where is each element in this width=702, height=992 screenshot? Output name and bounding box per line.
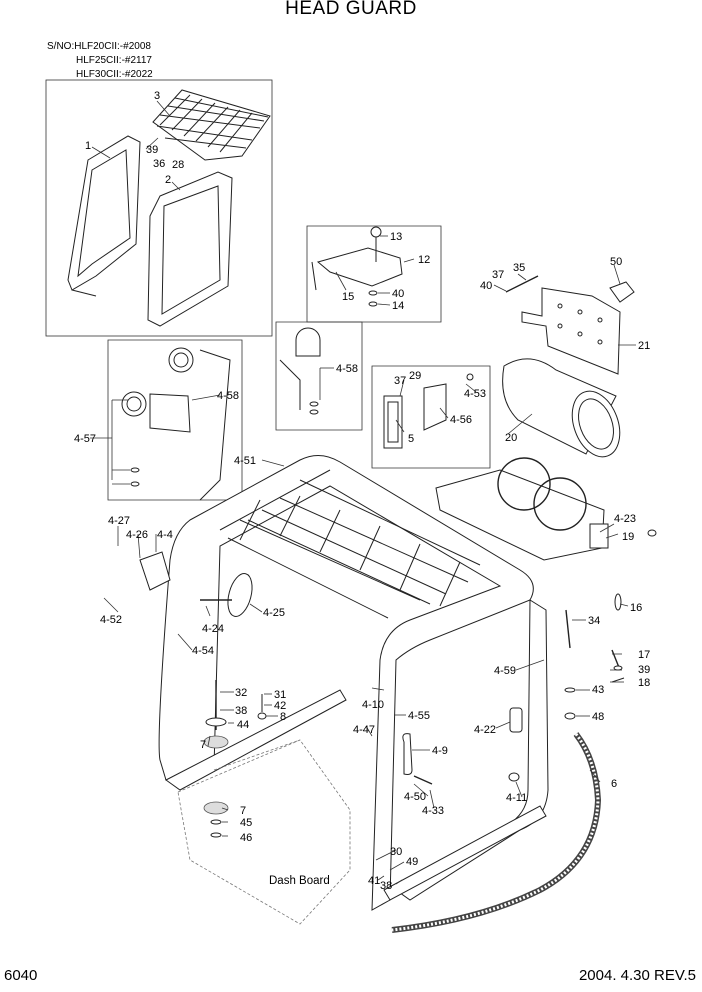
callout-label: 5 (408, 433, 414, 445)
callout-label: 2 (165, 174, 171, 186)
callout-label: 4-55 (408, 710, 430, 722)
page-number: 6040 (4, 967, 38, 984)
callout-label: 4-54 (192, 645, 214, 657)
callout-label: 41 (368, 875, 380, 887)
callout-label: 4-56 (450, 414, 472, 426)
callout-label: 17 (638, 649, 650, 661)
dash-board-outline (177, 739, 351, 925)
callout-label: 39 (638, 664, 650, 676)
callout-label: 7 (240, 805, 246, 817)
switch-assembly (383, 373, 474, 449)
side-bracket (139, 551, 171, 591)
callout-label: 1 (85, 140, 91, 152)
callout-label: 4-10 (362, 699, 384, 711)
callout-label: 38 (235, 705, 247, 717)
lamp-bracket-assembly (311, 226, 403, 307)
callout-label: 31 (274, 689, 286, 701)
serial-line: HLF30CII:-#2022 (76, 69, 153, 80)
callout-label: 4-57 (74, 433, 96, 445)
callout-label: 13 (390, 231, 402, 243)
inset-box-lamp (275, 321, 363, 431)
callout-label: 18 (638, 677, 650, 689)
callout-label: 4-27 (108, 515, 130, 527)
callout-label: 35 (513, 262, 525, 274)
callout-label: 12 (418, 254, 430, 266)
inset-box-side-frames (45, 79, 273, 337)
callout-label: 4-50 (404, 791, 426, 803)
callout-label: 4-47 (353, 724, 375, 736)
callout-label: 28 (172, 159, 184, 171)
callout-label: 4-11 (506, 792, 527, 804)
dash-board-label: Dash Board (269, 875, 330, 887)
work-lamps-assembly (121, 347, 231, 501)
callout-label: 48 (592, 711, 604, 723)
bracket-plate (505, 275, 635, 375)
callout-label: 21 (638, 340, 650, 352)
callout-label: 20 (505, 432, 517, 444)
serial-number-block: S/NO:HLF20CII:-#2008 HLF25CII:-#2117 HLF… (47, 40, 153, 82)
callout-labels: 3 1 39 36 28 2 13 12 15 40 14 50 37 35 4… (74, 90, 650, 892)
callout-label: 7 (200, 739, 206, 751)
callout-label: 14 (392, 300, 404, 312)
callout-label: 45 (240, 817, 252, 829)
right-side-frame (147, 171, 233, 327)
callout-label: 29 (409, 370, 421, 382)
callout-label: 46 (240, 832, 252, 844)
callout-label: 4-58 (217, 390, 239, 402)
page-title: HEAD GUARD (285, 0, 417, 19)
cylinder-tank (502, 358, 621, 458)
serial-line: HLF25CII:-#2117 (76, 55, 152, 66)
mount-hardware-right (413, 529, 657, 785)
callout-label: 37 (492, 269, 504, 281)
callout-label: 4-26 (126, 529, 148, 541)
mount-hardware-left (203, 680, 267, 838)
leader-lines (90, 100, 636, 885)
top-grid-panel (152, 89, 271, 161)
callout-label: 15 (342, 291, 354, 303)
callout-label: 36 (153, 158, 165, 170)
callout-label: 4-25 (263, 607, 285, 619)
callout-label: 38 (380, 880, 392, 892)
callout-label: 43 (592, 684, 604, 696)
callout-label: 3 (154, 90, 160, 102)
callout-label: 4-22 (474, 724, 496, 736)
callout-label: 4-52 (100, 614, 122, 626)
callout-label: 40 (392, 288, 404, 300)
callout-label: 19 (622, 531, 634, 543)
callout-label: 4-53 (464, 388, 486, 400)
callout-label: 6 (611, 778, 617, 790)
callout-label: 50 (610, 256, 622, 268)
callout-label: 49 (406, 856, 418, 868)
callout-label: 4-9 (432, 745, 448, 757)
callout-label: 44 (237, 719, 249, 731)
callout-label: 4-58 (336, 363, 358, 375)
assist-grip (402, 733, 413, 775)
inset-box-lamp-bracket (306, 225, 442, 323)
callout-label: 34 (588, 615, 600, 627)
left-side-frame (67, 135, 141, 297)
rear-lamp-assembly (279, 327, 321, 415)
callout-label: 4-24 (202, 623, 224, 635)
callout-label: 40 (480, 280, 492, 292)
callout-label: 32 (235, 687, 247, 699)
callout-label: 4-4 (157, 529, 173, 541)
callout-label: 42 (274, 700, 286, 712)
head-guard-main-frame (158, 455, 549, 911)
callout-label: 37 (394, 375, 406, 387)
seal-strip (391, 732, 602, 933)
callout-label: 39 (146, 144, 158, 156)
callout-label: 4-59 (494, 665, 516, 677)
callout-label: 4-33 (422, 805, 444, 817)
callout-label: 4-51 (234, 455, 256, 467)
callout-label: 30 (390, 846, 402, 858)
callout-label: 8 (280, 711, 286, 723)
callout-label: 4-23 (614, 513, 636, 525)
rear-mirror (200, 573, 253, 617)
inset-box-switch (371, 365, 491, 469)
revision-date: 2004. 4.30 REV.5 (578, 967, 696, 984)
serial-line: S/NO:HLF20CII:-#2008 (47, 41, 151, 52)
callout-label: 16 (630, 602, 642, 614)
